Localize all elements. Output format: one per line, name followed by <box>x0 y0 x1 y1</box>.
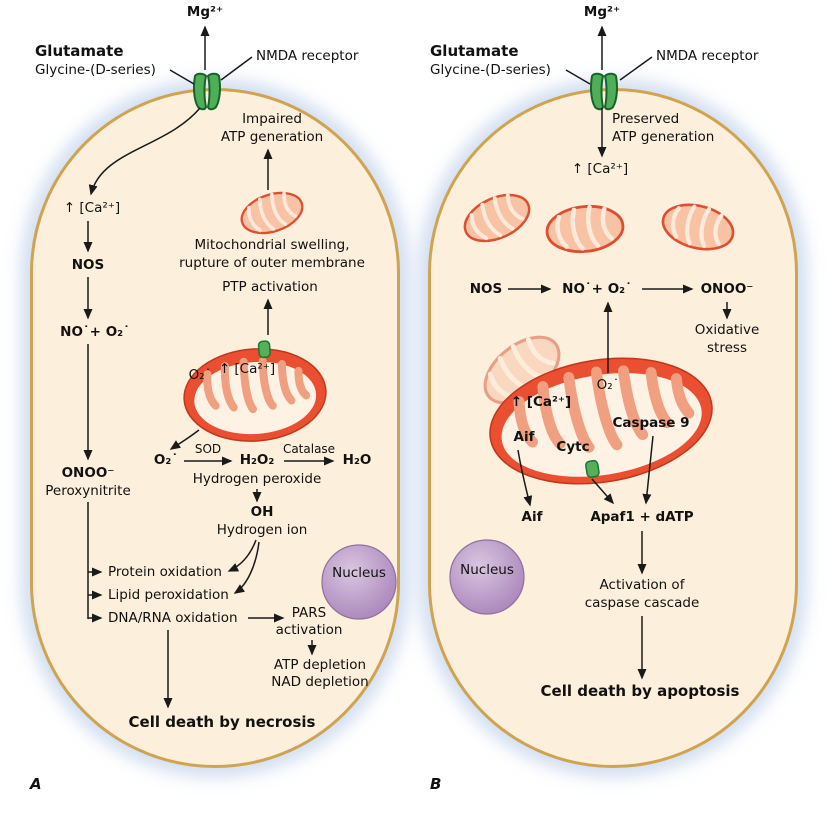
damaged-mitochondrion-a <box>183 340 327 442</box>
nucleus-label: Nucleus <box>460 562 514 578</box>
catalase-label: Catalase <box>282 442 336 456</box>
mito-superoxide-label: O₂˙ <box>188 367 212 383</box>
pointer-line <box>619 56 653 81</box>
cell-death-necrosis-label: Cell death by necrosis <box>128 713 316 731</box>
nmda-receptor-b-icon <box>590 72 618 111</box>
mitochondrion-icon <box>658 198 737 256</box>
oxidative-stress-line2: stress <box>707 340 747 356</box>
ptp-channel-icon <box>257 340 271 359</box>
cell-death-apoptosis-label: Cell death by apoptosis <box>540 682 740 700</box>
cytc-label: Cytc <box>556 439 590 455</box>
calcium-label: ↑ [Ca²⁺] <box>571 161 629 177</box>
mitochondrion-icon <box>545 203 625 256</box>
nucleus-a-icon <box>321 544 397 620</box>
damaged-mitochondrion-b <box>489 357 713 485</box>
glycine-label: Glycine-(D-series) <box>430 62 551 78</box>
panel-a-label: A <box>30 775 42 793</box>
arrow <box>591 478 614 505</box>
peroxynitrite-symbol: ONOO⁻ <box>700 281 754 297</box>
cytc-channel-icon <box>585 459 600 478</box>
calcium-label: ↑ [Ca²⁺] <box>63 200 121 216</box>
arrow <box>169 429 200 450</box>
superoxide-label: O₂˙ <box>153 452 179 468</box>
mitochondrion-icon <box>234 183 310 243</box>
mito-superoxide-label: O₂˙ <box>596 377 620 393</box>
arrow <box>517 449 533 507</box>
oh-name: Hydrogen ion <box>216 522 308 538</box>
h2o2-name: Hydrogen peroxide <box>192 471 322 487</box>
pointer-line <box>220 56 253 81</box>
aif-released-label: Aif <box>521 509 543 525</box>
glutamate-label: Glutamate <box>430 42 519 60</box>
mitochondrion-icon <box>455 183 539 253</box>
mito-swelling-line1: Mitochondrial swelling, <box>194 237 350 253</box>
preserved-atp-line2: ATP generation <box>612 129 715 145</box>
lipid-peroxidation-label: Lipid peroxidation <box>108 587 229 603</box>
sod-label: SOD <box>194 442 222 456</box>
glutamate-label: Glutamate <box>35 42 124 60</box>
nmda-receptor-a-icon <box>193 72 221 111</box>
dna-rna-oxidation-label: DNA/RNA oxidation <box>108 610 238 626</box>
arrow <box>88 107 201 196</box>
oh-symbol: OH <box>250 504 274 520</box>
arrow <box>233 541 260 594</box>
peroxynitrite-name: Peroxynitrite <box>45 483 131 499</box>
oxidative-stress-line1: Oxidative <box>694 322 760 338</box>
preserved-atp-line1: Preserved <box>612 111 680 127</box>
apaf1-datp-label: Apaf1 + dATP <box>590 509 694 525</box>
caspase-cascade-line2: caspase cascade <box>584 595 700 611</box>
nmda-receptor-label: NMDA receptor <box>656 48 759 64</box>
nos-label: NOS <box>71 257 105 273</box>
mito-calcium-label: ↑ [Ca²⁺] <box>218 361 276 377</box>
arrow <box>642 435 654 505</box>
caspase-cascade-line1: Activation of <box>599 577 685 593</box>
nmda-receptor-label: NMDA receptor <box>256 48 359 64</box>
no-superoxide-label: NO˙+ O₂˙ <box>562 281 632 297</box>
impaired-atp-line2: ATP generation <box>220 129 324 145</box>
nucleus-b-icon <box>449 539 525 615</box>
nad-depletion-label: NAD depletion <box>271 674 369 690</box>
ptp-activation-label: PTP activation <box>222 279 318 295</box>
nos-label: NOS <box>469 281 503 297</box>
atp-depletion-label: ATP depletion <box>273 657 367 673</box>
glycine-label: Glycine-(D-series) <box>35 62 156 78</box>
caspase9-label: Caspase 9 <box>612 415 690 431</box>
mg-label: Mg²⁺ <box>186 4 224 20</box>
protein-oxidation-label: Protein oxidation <box>108 564 222 580</box>
impaired-atp-line1: Impaired <box>242 111 302 127</box>
mito-calcium-label: ↑ [Ca²⁺] <box>510 394 572 410</box>
peroxynitrite-symbol: ONOO⁻ <box>61 465 115 481</box>
pars-line1: PARS <box>291 605 327 621</box>
no-superoxide-label: NO˙+ O₂˙ <box>60 324 130 340</box>
arrow <box>227 539 257 572</box>
panel-b-label: B <box>430 775 442 793</box>
pointer-line <box>169 69 195 85</box>
mg-label: Mg²⁺ <box>583 4 621 20</box>
pars-line2: activation <box>275 622 343 638</box>
h2o2-symbol: H₂O₂ <box>239 452 275 468</box>
aif-inside-label: Aif <box>513 429 535 445</box>
mito-swelling-line2: rupture of outer membrane <box>179 255 365 271</box>
nucleus-label: Nucleus <box>332 565 386 581</box>
pointer-line <box>565 69 591 85</box>
h2o-symbol: H₂O <box>342 452 372 468</box>
